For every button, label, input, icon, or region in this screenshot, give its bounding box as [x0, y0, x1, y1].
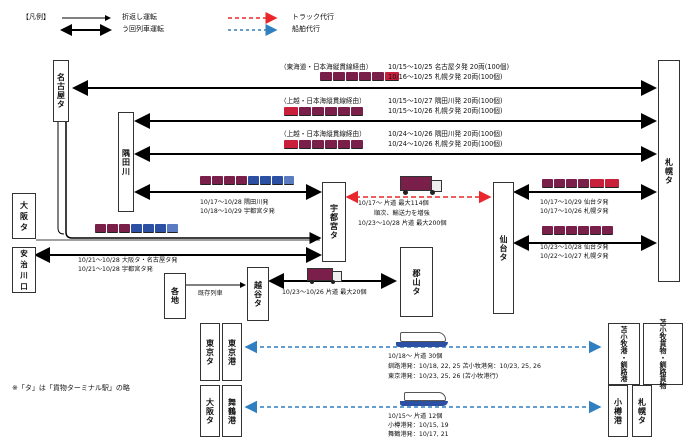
route-nagoya-utsu [65, 108, 322, 244]
route2-line2: 10/15～10/26 札幌タ発 20両(100個) [388, 107, 503, 115]
truck-icon [400, 176, 442, 195]
station-utsunomiya: 宇都宮タ [322, 182, 346, 262]
osaka-utsu-line2: 10/21～10/28 宇都宮タ発 [78, 266, 153, 273]
legend-item-detour: う回列車運転 [122, 25, 164, 33]
legend-item-ship: 船舶代行 [292, 25, 320, 33]
train-icon [95, 224, 178, 233]
station-koriyama: 郡山タ [400, 247, 433, 317]
station-sendai: 仙台タ [493, 182, 514, 314]
truck-icon [307, 268, 342, 284]
ship-maizuru-line3: 舞鶴港発：10/17, 21 [388, 431, 449, 438]
station-sapporo-bottom: 札幌タ [632, 385, 652, 437]
station-tokyo: 東京タ [200, 323, 220, 381]
station-osaka-bottom: 大阪タ [200, 385, 220, 437]
station-osaka: 大阪タ [12, 193, 36, 239]
ship-tokyo-line3: 東京港発：10/23, 25, 26 (苫小牧港行) [388, 373, 499, 380]
train-icon [542, 179, 619, 188]
sendai-sapporo-line4: 10/22～10/27 札幌タ発 [540, 253, 609, 260]
route2-line1: 10/15～10/27 隅田川発 20両(100個) [388, 97, 503, 105]
station-maizuru-port: 舞鶴港 [222, 385, 242, 437]
truck-line3: 10/23～10/28 片道 最大200個 [358, 220, 447, 227]
koshigaya-line1: 10/23～10/26 片道 最大20個 [282, 289, 367, 296]
legend-title: 【凡例】 [22, 13, 50, 21]
station-tomakomai-freight: 苫小牧貨物・釧路貨物 [643, 319, 683, 389]
ship-icon [400, 392, 448, 406]
train-icon [284, 140, 363, 149]
route-nagoya-loop [57, 108, 65, 235]
ship-tokyo-line1: 10/18～ 片道 30個 [388, 353, 443, 360]
sendai-sapporo-line2: 10/17～10/26 札幌タ発 [540, 208, 609, 215]
ship-maizuru-line1: 10/15～ 片道 12個 [388, 413, 443, 420]
truck-line1: 10/17～ 片道 最大114個 [358, 200, 429, 207]
truck-line2: 順次、輸送力を増強 [374, 210, 430, 217]
route2-header: （上越・日本海縦貫線経由） [280, 97, 366, 105]
station-koshigaya: 越谷タ [247, 267, 269, 321]
train-icon [542, 226, 613, 235]
station-tokyo-port: 東京港 [222, 323, 242, 381]
train-icon [320, 72, 399, 81]
footnote: ※「タ」は「貨物ターミナル駅」の略 [12, 384, 130, 392]
train-icon [284, 107, 363, 116]
route1-line1: 10/15～10/25 名古屋タ発 20両(100個) [388, 63, 510, 71]
route1-line2: 10/16～10/25 札幌タ発 20両(100個) [388, 73, 503, 81]
ship-tokyo-line2: 釧路港発：10/18, 22, 25 苫小牧港発：10/23, 25, 26 [388, 363, 541, 370]
station-nagoya: 名古屋タ [53, 60, 69, 122]
osaka-utsu-line1: 10/21～10/28 大阪タ・名古屋タ発 [78, 257, 178, 264]
ship-icon [396, 332, 448, 347]
station-otaru-port: 小樽港 [608, 385, 628, 437]
sumida-utsu-line1: 10/17～10/28 隅田川発 [200, 199, 269, 206]
legend-item-truck: トラック代行 [292, 13, 334, 21]
route1-header: （東海道・日本海縦貫線経由） [280, 63, 373, 71]
station-kakuchi: 各地 [164, 273, 186, 319]
existing-train-label: 既存列車 [198, 290, 223, 297]
station-ajikawa: 安治川口 [12, 247, 36, 293]
sendai-sapporo-line1: 10/17～10/29 仙台タ発 [540, 199, 609, 206]
sumida-utsu-line2: 10/18～10/29 宇都宮タ発 [200, 208, 275, 215]
station-tomakomai-port: 苫小牧港・釧路港 [608, 323, 640, 385]
route3-line1: 10/24～10/26 隅田川発 20両(100個) [388, 130, 503, 138]
train-icon [200, 176, 294, 185]
station-sumidagawa: 隅田川 [118, 112, 134, 212]
station-sapporo: 札幌タ [658, 60, 680, 282]
sendai-sapporo-line3: 10/23～10/28 仙台タ発 [540, 244, 609, 251]
ship-maizuru-line2: 小樽港発：10/15, 19 [388, 422, 449, 429]
route3-header: （上越・日本海縦貫線経由） [280, 130, 366, 138]
route3-line2: 10/24～10/26 札幌タ発 20両(100個) [388, 140, 503, 148]
legend-item-shuttle: 折返し運転 [122, 13, 157, 21]
